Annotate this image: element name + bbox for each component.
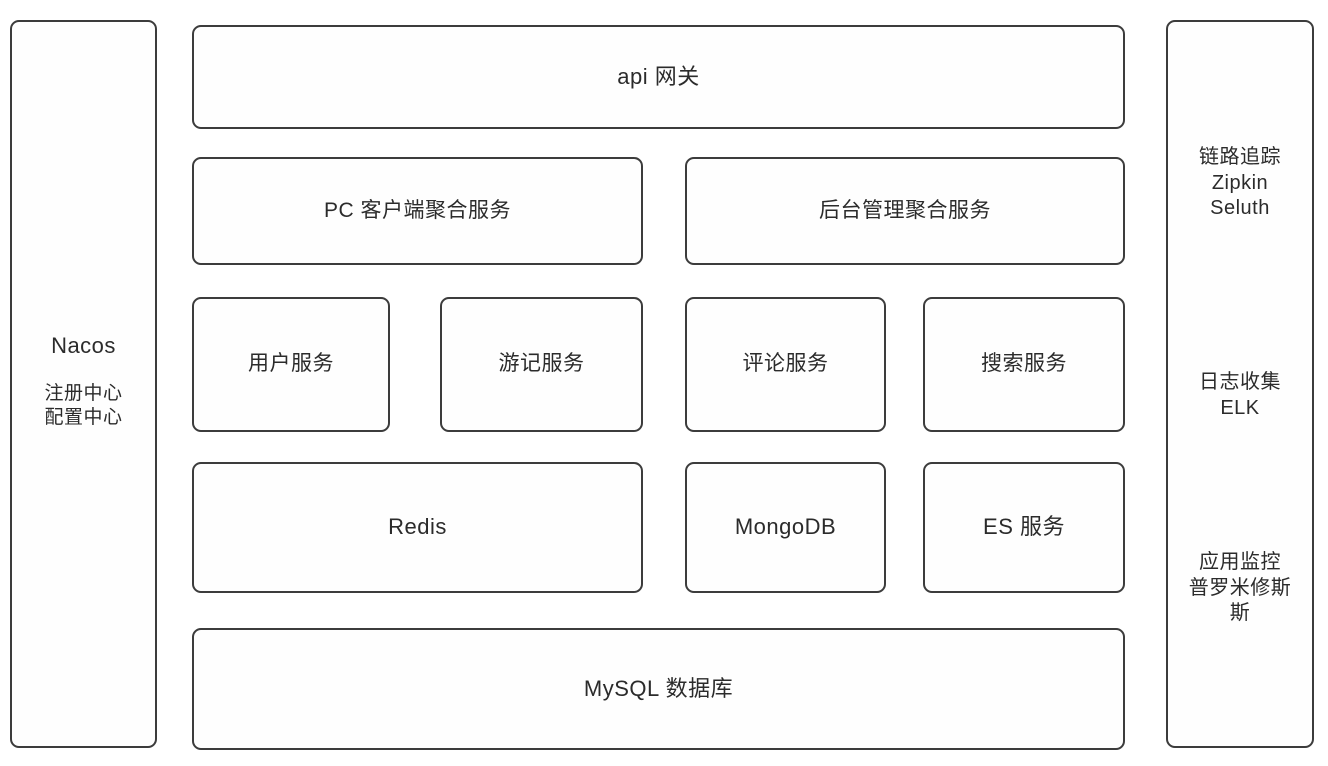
nacos-role-registry: 注册中心 xyxy=(44,383,123,405)
es-service-box[interactable]: ES 服务 xyxy=(923,462,1125,593)
tracing-group: 链路追踪 Zipkin Seluth xyxy=(1168,145,1312,222)
search-service-label: 搜索服务 xyxy=(981,352,1067,376)
tracing-title: 链路追踪 xyxy=(1199,146,1281,168)
pc-client-aggregation-service-box[interactable]: PC 客户端聚合服务 xyxy=(192,157,643,265)
api-gateway-label: api 网关 xyxy=(617,63,700,89)
comment-service-box[interactable]: 评论服务 xyxy=(685,297,886,432)
tracing-tool-zipkin: Zipkin xyxy=(1211,171,1269,194)
pc-client-aggregation-service-label: PC 客户端聚合服务 xyxy=(323,198,511,222)
logging-group: 日志收集 ELK xyxy=(1168,370,1312,421)
monitoring-tool-prometheus: 普罗米修斯 xyxy=(1188,576,1292,599)
user-service-box[interactable]: 用户服务 xyxy=(192,297,390,432)
monitoring-group: 应用监控 普罗米修斯 斯 xyxy=(1168,550,1312,627)
nacos-panel-content: Nacos 注册中心 配置中心 xyxy=(12,332,155,431)
tracing-tool-seluth: Seluth xyxy=(1210,197,1270,220)
admin-aggregation-service-label: 后台管理聚合服务 xyxy=(819,198,991,222)
nacos-title: Nacos xyxy=(51,333,116,358)
nacos-panel[interactable]: Nacos 注册中心 配置中心 xyxy=(10,20,157,748)
admin-aggregation-service-box[interactable]: 后台管理聚合服务 xyxy=(685,157,1125,265)
monitoring-title: 应用监控 xyxy=(1199,551,1281,573)
api-gateway-box[interactable]: api 网关 xyxy=(192,25,1125,129)
monitoring-tool-prometheus-overflow: 斯 xyxy=(1229,602,1251,625)
redis-box[interactable]: Redis xyxy=(192,462,643,593)
logging-tool-elk: ELK xyxy=(1220,396,1260,419)
redis-label: Redis xyxy=(388,514,447,540)
travel-note-service-label: 游记服务 xyxy=(498,352,585,376)
user-service-label: 用户服务 xyxy=(248,352,334,376)
logging-title: 日志收集 xyxy=(1199,371,1281,393)
observability-panel[interactable]: 链路追踪 Zipkin Seluth 日志收集 ELK 应用监控 普罗米修斯 斯 xyxy=(1166,20,1314,748)
travel-note-service-box[interactable]: 游记服务 xyxy=(440,297,643,432)
search-service-box[interactable]: 搜索服务 xyxy=(923,297,1125,432)
mysql-database-label: MySQL 数据库 xyxy=(583,675,734,701)
mysql-database-box[interactable]: MySQL 数据库 xyxy=(192,628,1125,750)
nacos-role-config: 配置中心 xyxy=(44,407,123,429)
mongodb-box[interactable]: MongoDB xyxy=(685,462,886,593)
es-service-label: ES 服务 xyxy=(983,514,1065,540)
mongodb-label: MongoDB xyxy=(734,514,837,540)
comment-service-label: 评论服务 xyxy=(742,352,829,376)
